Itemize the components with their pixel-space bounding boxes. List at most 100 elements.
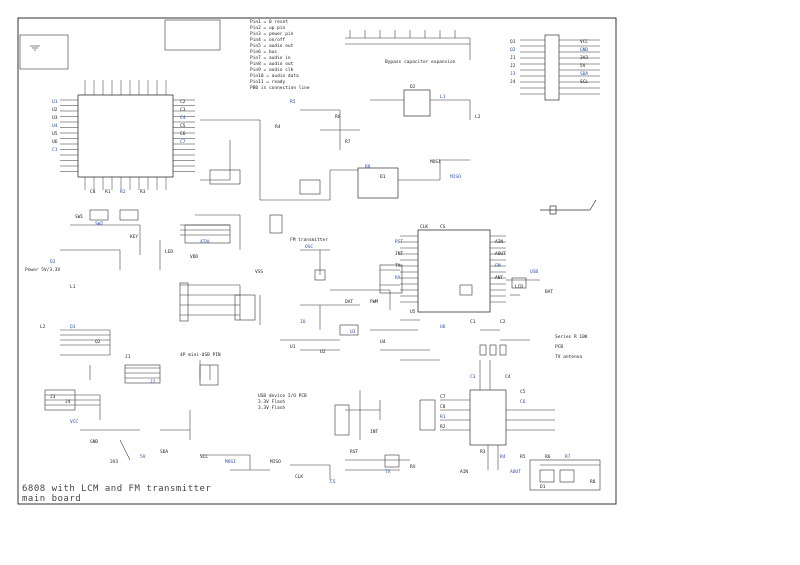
switch-box <box>164 19 221 51</box>
component-label: RX <box>395 276 401 281</box>
component-label: MOSI <box>225 460 236 465</box>
component-label: L2 <box>40 325 46 330</box>
component-label: KEY <box>130 235 139 240</box>
component-label: R6 <box>335 115 341 120</box>
component-label: LCD <box>515 285 524 290</box>
component-label: U3 <box>52 116 58 121</box>
component-label: MOSI <box>430 160 441 165</box>
ground-symbol <box>30 45 40 51</box>
antenna-symbol <box>540 199 597 215</box>
component-label: ANT <box>495 276 504 281</box>
component-label: C2 <box>180 100 186 105</box>
header-pin-group <box>520 39 600 95</box>
bottom-note-1: USB device I/O PCB <box>258 394 307 399</box>
component-label: MISO <box>270 460 281 465</box>
component-block <box>299 179 321 195</box>
component-block <box>199 364 219 386</box>
wire-network <box>45 30 600 480</box>
component-label: Q1 <box>510 40 516 45</box>
ground-box <box>19 34 69 70</box>
component-label: L2 <box>475 115 481 120</box>
component-block <box>269 214 283 234</box>
component-label: U5 <box>52 132 58 137</box>
component-label: D1 <box>540 485 546 490</box>
component-label: U6 <box>52 140 58 145</box>
component-label: J4 <box>510 80 516 85</box>
component-label: C7 <box>180 140 186 145</box>
component-label: CS <box>330 480 336 485</box>
component-blocks <box>44 169 575 483</box>
component-label: MISO <box>450 175 461 180</box>
component-label: CS <box>440 225 446 230</box>
component-label: PWM <box>370 300 379 305</box>
component-label: C7 <box>440 395 446 400</box>
component-label: U1 <box>290 345 296 350</box>
sheet-title-line1: 6808 with LCM and FM transmitter <box>22 484 212 494</box>
component-label: J3 <box>510 72 516 77</box>
component-label: SW1 <box>75 215 84 220</box>
component-block <box>511 277 527 289</box>
pin-note-line: PB0 is connection line <box>250 86 310 91</box>
component-label: R6 <box>545 455 551 460</box>
fm-pin-group <box>400 235 506 303</box>
component-label: SCL <box>200 455 209 460</box>
expansion-note: Bypass capacitor expansion <box>385 60 456 65</box>
component-label: GND <box>90 440 99 445</box>
component-label: C1 <box>470 320 476 325</box>
component-label: C1 <box>52 148 58 153</box>
component-label: J1 <box>125 355 131 360</box>
right-note-2: PCB <box>555 345 564 350</box>
component-label: R1 <box>440 415 446 420</box>
component-block <box>334 404 350 436</box>
component-label: D2 <box>50 260 56 265</box>
component-label: D2 <box>410 85 416 90</box>
component-label: XTAL <box>200 240 211 245</box>
component-block <box>89 209 109 221</box>
component-label: C3 <box>180 108 186 113</box>
top-bus <box>345 37 470 45</box>
component-label: J2 <box>510 64 516 69</box>
component-label: SDA <box>580 72 589 77</box>
component-label: R3 <box>480 450 486 455</box>
component-label: R8 <box>590 480 596 485</box>
component-label: L1 <box>70 285 76 290</box>
component-label: CLK <box>420 225 429 230</box>
component-label: J3 <box>50 395 56 400</box>
regulator-chip <box>357 167 399 199</box>
component-block <box>419 399 436 431</box>
component-label: IO <box>300 320 306 325</box>
pin-note-line: Pin6 = bus <box>250 50 278 55</box>
component-label: R4 <box>500 455 506 460</box>
pin-note-line: Pin10 = audio data <box>250 74 299 79</box>
component-block <box>539 469 555 483</box>
component-label: U6 <box>440 325 446 330</box>
fm-chip <box>417 229 491 313</box>
component-label: AIN <box>460 470 469 475</box>
fm-note: FM transmitter <box>290 238 328 243</box>
component-block <box>339 324 359 336</box>
component-label: J2 <box>150 380 156 385</box>
component-label: C3 <box>470 375 476 380</box>
component-label: RX <box>410 465 416 470</box>
connector-note: 4P mini-USB PIN <box>180 353 221 358</box>
component-label: C6 <box>520 400 526 405</box>
power-note: Power 5V/3.3V <box>25 268 61 273</box>
component-label: R1 <box>105 190 111 195</box>
pin-note-line: Pin1 = 0 reset <box>250 20 288 25</box>
component-label: U4 <box>52 124 58 129</box>
component-label: OSC <box>305 245 314 250</box>
component-label: C8 <box>90 190 96 195</box>
mcu-pin-group <box>60 80 195 190</box>
component-block <box>44 389 76 411</box>
component-block <box>499 344 507 356</box>
component-label: C4 <box>505 375 511 380</box>
component-label: 5V <box>580 64 586 69</box>
component-block <box>459 284 473 296</box>
component-label: R2 <box>440 425 446 430</box>
header-connector <box>544 34 560 101</box>
component-label: L1 <box>440 95 446 100</box>
component-label: C5 <box>180 124 186 129</box>
pin-note-line: Pin5 = audio out <box>250 44 294 49</box>
component-label: J1 <box>510 56 516 61</box>
component-label: J4 <box>65 400 71 405</box>
